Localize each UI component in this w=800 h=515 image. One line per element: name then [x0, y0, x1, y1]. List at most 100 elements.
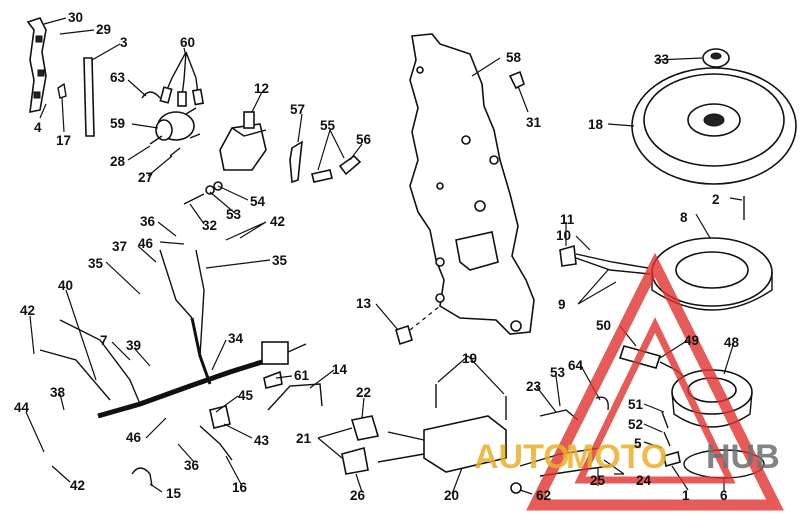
- watermark-triangle-outer: [526, 252, 784, 511]
- callout-label: 21: [296, 431, 312, 446]
- watermark-brand-left: AUTO: [474, 438, 570, 476]
- callout-label: 39: [126, 338, 141, 353]
- callout-label: 53: [226, 207, 242, 222]
- callout-label: 17: [56, 133, 71, 148]
- callout-label: 25: [590, 473, 606, 488]
- callout-label: 46: [126, 430, 142, 445]
- watermark-triangle-inner: [574, 316, 736, 484]
- callout-label: 55: [320, 118, 336, 133]
- part-57-boot: [289, 140, 303, 184]
- callout-label: 29: [96, 22, 111, 37]
- part-55-cap: [311, 169, 333, 183]
- callout-label: 40: [58, 278, 73, 293]
- watermark-logo: AUTO MOTO HUB: [474, 252, 784, 511]
- callout-label: 45: [238, 388, 254, 403]
- part-26-boot: [341, 446, 369, 475]
- part-11-connector: [559, 244, 577, 267]
- callout-label: 2: [712, 192, 720, 207]
- part-59-solenoid: [155, 107, 201, 141]
- part-13-bolt: [395, 305, 441, 346]
- callout-label: 22: [356, 385, 371, 400]
- callout-label: 15: [166, 486, 182, 501]
- callout-label: 3: [120, 35, 128, 50]
- callout-label: 16: [232, 480, 248, 495]
- callout-label: 62: [536, 488, 551, 503]
- part-12-coil: [219, 111, 267, 171]
- watermark-brand-right: HUB: [706, 438, 780, 476]
- callout-label: 12: [254, 81, 269, 96]
- callout-label: 14: [332, 362, 348, 377]
- callout-label: 4: [34, 120, 42, 135]
- callout-label: 31: [526, 115, 542, 130]
- callout-label: 42: [270, 214, 285, 229]
- callout-label: 18: [588, 117, 604, 132]
- callout-label: 43: [254, 433, 270, 448]
- part-3-strip: [83, 57, 95, 137]
- part-22-boot: [350, 415, 380, 441]
- callout-label: 50: [596, 318, 611, 333]
- callout-label: 34: [228, 331, 244, 346]
- callout-label: 36: [140, 214, 156, 229]
- callout-label: 11: [560, 212, 575, 227]
- callout-label: 36: [184, 458, 200, 473]
- callout-label: 23: [526, 379, 542, 394]
- part-60-wires: [159, 51, 205, 107]
- callout-label: 38: [50, 385, 66, 400]
- callout-label: 10: [556, 228, 571, 243]
- part-27-screw: [169, 147, 181, 157]
- part-51-52-5-hardware: [661, 411, 671, 447]
- callout-label: 37: [112, 239, 127, 254]
- part-64-clip: [595, 396, 609, 411]
- callout-label: 33: [654, 52, 670, 67]
- callout-label: 24: [636, 473, 652, 488]
- callout-label: 59: [110, 116, 125, 131]
- part-62-washer: [510, 482, 522, 494]
- callout-label: 63: [110, 70, 126, 85]
- callout-label: 1: [682, 488, 690, 503]
- part-63-clip: [141, 91, 161, 99]
- part-33-nut: [702, 48, 730, 68]
- callout-label: 5: [634, 436, 642, 451]
- callout-label: 57: [290, 102, 305, 117]
- part-58-stator-plate: [409, 33, 535, 335]
- callout-label: 26: [350, 488, 366, 503]
- part-8-stator: [651, 237, 773, 311]
- part-14-wire: [267, 383, 323, 411]
- part-20-power-pack: [377, 415, 507, 473]
- callout-label: 56: [356, 132, 372, 147]
- callout-labels: 30 29 3 60 63 4 17 59 28 27 12 57 55 56 …: [14, 10, 740, 503]
- part-30-bracket: [26, 17, 47, 114]
- part-34-harness: [39, 249, 307, 419]
- callout-label: 51: [628, 397, 644, 412]
- callout-label: 28: [110, 154, 126, 169]
- callout-label: 27: [138, 170, 153, 185]
- part-18-flywheel: [631, 67, 797, 185]
- callout-label: 58: [506, 50, 522, 65]
- callout-label: 35: [88, 256, 104, 271]
- part-28-screw: [149, 135, 163, 145]
- watermark-brand-mid: MOTO: [566, 438, 667, 476]
- part-16-wire: [199, 425, 233, 461]
- callout-label: 6: [720, 488, 728, 503]
- part-10-wires: [575, 253, 651, 275]
- callout-label: 42: [20, 303, 35, 318]
- callout-label: 13: [356, 296, 372, 311]
- callout-label: 54: [250, 194, 266, 209]
- callout-label: 35: [272, 253, 288, 268]
- callout-label: 46: [138, 236, 154, 251]
- part-61-clip: [263, 370, 283, 389]
- part-54-53-32-hardware: [183, 181, 223, 205]
- callout-label: 9: [558, 297, 566, 312]
- part-45-43-clamp: [209, 405, 231, 429]
- callout-label: 30: [68, 10, 83, 25]
- callout-label: 49: [684, 333, 699, 348]
- part-17-clip: [57, 82, 67, 99]
- part-56-cap: [338, 154, 362, 176]
- callout-label: 61: [294, 368, 310, 383]
- callout-label: 7: [100, 333, 108, 348]
- leader-lines: [25, 17, 743, 495]
- callout-label: 8: [680, 210, 688, 225]
- callout-label: 53: [550, 365, 566, 380]
- part-15-loop: [131, 467, 153, 487]
